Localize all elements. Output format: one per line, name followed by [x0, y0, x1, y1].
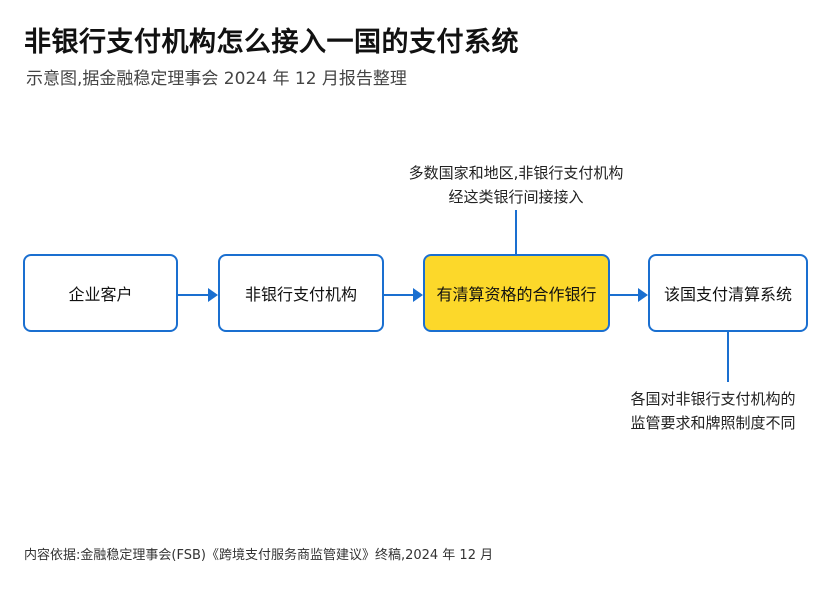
flow-node-nonbank-payment-institution: 非银行支付机构 — [218, 254, 384, 332]
annotation-top-line1: 多数国家和地区,非银行支付机构 — [408, 164, 624, 182]
page-title: 非银行支付机构怎么接入一国的支付系统 — [24, 27, 519, 58]
annotation-top-connector — [515, 210, 517, 254]
source-note: 内容依据:金融稳定理事会(FSB)《跨境支付服务商监管建议》终稿,2024 年 … — [24, 548, 494, 563]
annotation-top-line2: 经这类银行间接接入 — [448, 188, 584, 206]
annotation-bottom-line2: 监管要求和牌照制度不同 — [630, 414, 796, 432]
annotation-bottom-connector — [727, 332, 729, 382]
flow-arrow-2 — [384, 288, 423, 302]
page-subtitle: 示意图,据金融稳定理事会 2024 年 12 月报告整理 — [26, 69, 407, 89]
flow-node-clearing-system: 该国支付清算系统 — [648, 254, 808, 332]
flow-arrow-1 — [178, 288, 218, 302]
flow-node-partner-bank: 有清算资格的合作银行 — [423, 254, 610, 332]
flow-arrow-3 — [610, 288, 648, 302]
annotation-bottom-line1: 各国对非银行支付机构的 — [630, 390, 796, 408]
flow-node-enterprise-client: 企业客户 — [23, 254, 178, 332]
annotation-top: 多数国家和地区,非银行支付机构 经这类银行间接接入 — [356, 161, 676, 209]
annotation-bottom: 各国对非银行支付机构的 监管要求和牌照制度不同 — [600, 387, 826, 435]
